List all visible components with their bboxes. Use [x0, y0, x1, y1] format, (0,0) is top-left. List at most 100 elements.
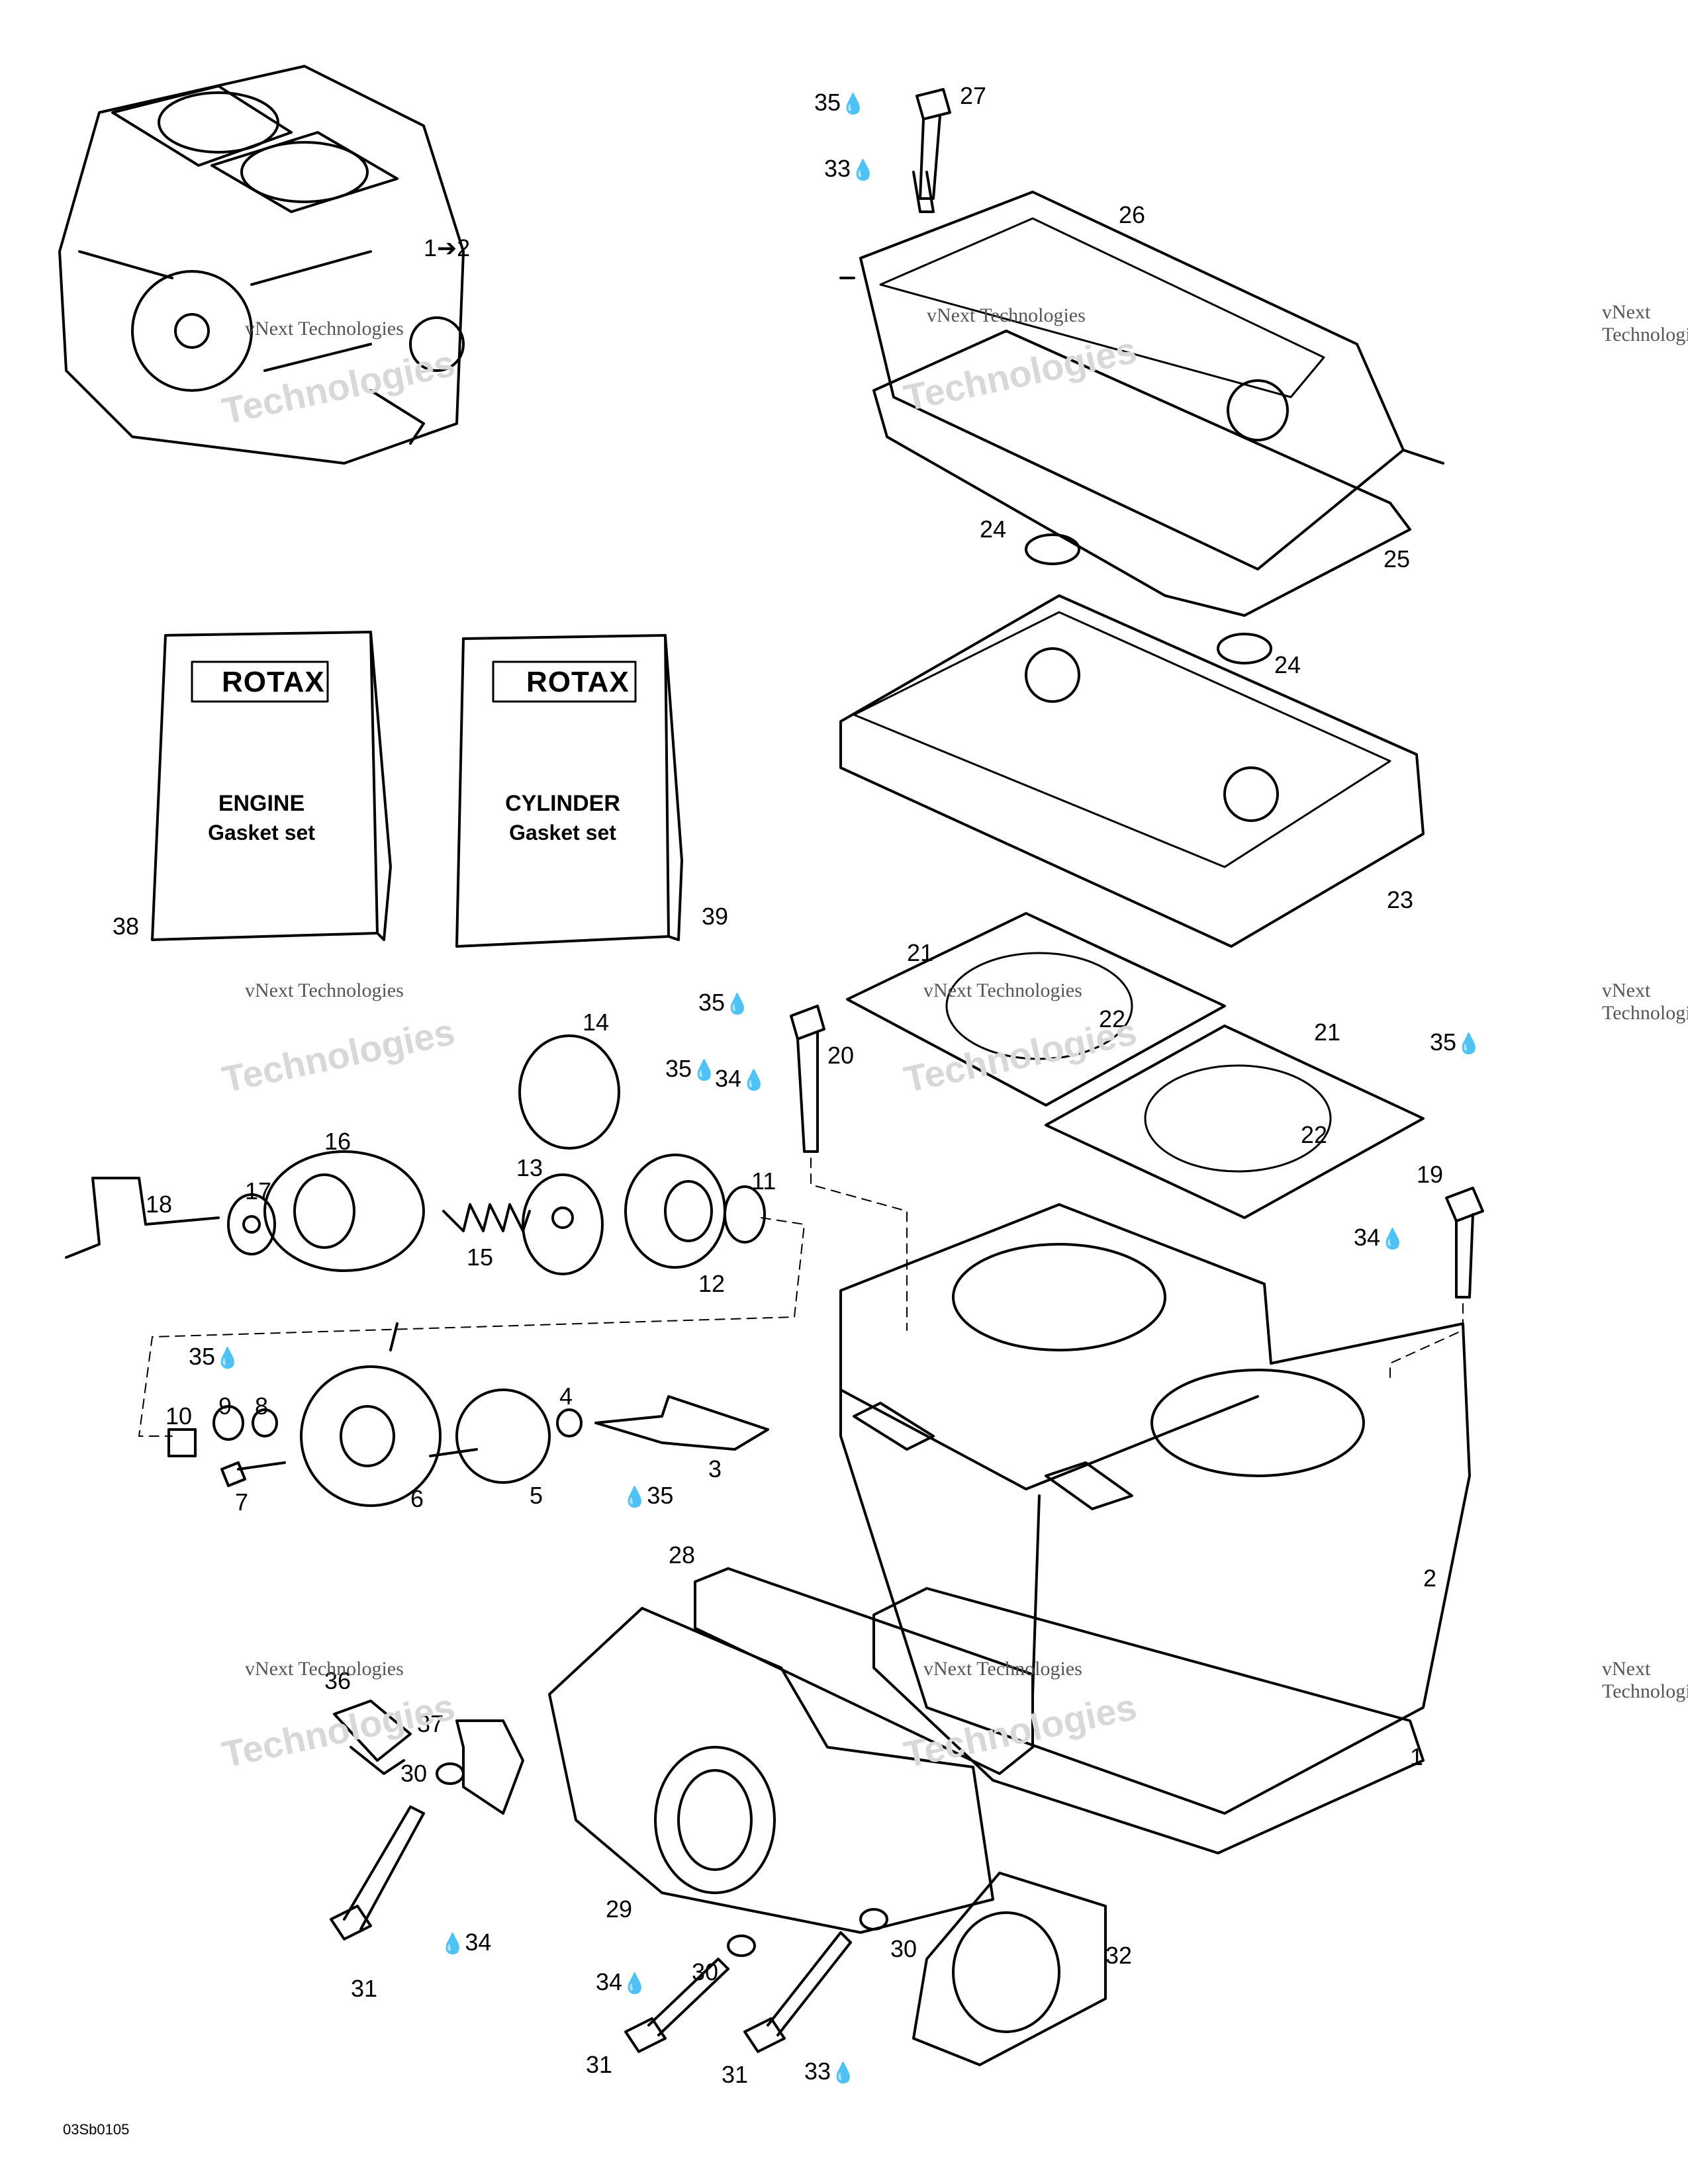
- callout-26: 26: [1119, 201, 1146, 228]
- cylinder-base-gasket: [872, 1587, 1425, 1854]
- callout-22a: 22: [1099, 1005, 1126, 1032]
- callout-35c: 35💧: [1430, 1028, 1481, 1056]
- oil-drop-icon: 💧: [741, 1069, 767, 1091]
- engine-box-subtitle: Gasket set: [208, 821, 315, 844]
- oil-drop-icon: 💧: [692, 1060, 717, 1081]
- spring-18: [65, 1177, 220, 1259]
- callout-3: 3: [708, 1455, 722, 1482]
- callout-11: 11: [751, 1167, 776, 1195]
- callout-12: 12: [698, 1270, 726, 1297]
- callout-21b: 21: [1314, 1019, 1341, 1046]
- callout-15: 15: [467, 1244, 494, 1271]
- rave-housing-6: [300, 1322, 478, 1507]
- callout-10: 10: [165, 1402, 193, 1430]
- cylinder-head: [839, 594, 1425, 948]
- callout-1: 1: [1410, 1743, 1424, 1770]
- watermark-text: vNext Technologies: [245, 1658, 404, 1680]
- spring-10: [167, 1428, 197, 1457]
- cylinder-box-brand: ROTAX: [526, 666, 630, 698]
- spring-15: [442, 1203, 531, 1232]
- callout-34a: 34💧: [715, 1065, 767, 1092]
- oil-drop-icon: 💧: [851, 159, 876, 181]
- gasket-37: [455, 1719, 524, 1815]
- watermark-text: vNext Technologies: [1602, 979, 1688, 1024]
- callout-25: 25: [1383, 545, 1411, 572]
- callout-33a: 33💧: [824, 155, 876, 182]
- callout-7: 7: [235, 1488, 249, 1516]
- callout-8: 8: [255, 1392, 269, 1420]
- callout-33b: 33💧: [804, 2058, 856, 2085]
- washer-9: [212, 1405, 244, 1441]
- engine-box-brand: ROTAX: [222, 666, 325, 698]
- watermark-text: vNext Technologies: [245, 318, 404, 340]
- manifold-bolt-31-middle: [624, 1958, 729, 2053]
- o-ring-4: [556, 1408, 583, 1437]
- watermark-text: vNext Technologies: [245, 979, 404, 1001]
- callout-30c: 30: [890, 1935, 917, 1962]
- head-gasket-21-right: [1045, 1024, 1425, 1219]
- engine-box-title: ENGINE: [218, 791, 305, 816]
- callout-34c: 💧34: [440, 1929, 492, 1956]
- callout-20: 20: [827, 1042, 855, 1069]
- callout-2: 2: [1423, 1565, 1437, 1592]
- cap-17: [227, 1193, 276, 1255]
- washer-30-middle: [727, 1934, 756, 1957]
- exhaust-gasket: [912, 1872, 1107, 2066]
- cylinder-bolt-19: [1445, 1187, 1484, 1298]
- callout-22b: 22: [1301, 1121, 1328, 1148]
- callout-14: 14: [583, 1009, 610, 1036]
- exhaust-manifold: [548, 1607, 994, 1934]
- callout-39: 39: [702, 903, 729, 930]
- callout-30a: 30: [400, 1760, 428, 1787]
- bolt-27: [915, 88, 951, 200]
- cover-12: [624, 1154, 726, 1269]
- oil-drop-icon: 💧: [1456, 1033, 1481, 1055]
- head-gasket-21-left: [846, 912, 1226, 1107]
- washer-30-right: [859, 1908, 888, 1931]
- callout-30b: 30: [692, 1958, 719, 1985]
- bolt-7: [220, 1461, 286, 1487]
- washer-30-left: [436, 1762, 465, 1785]
- callout-32: 32: [1105, 1942, 1133, 1969]
- cylinder-gasket-set-box: [455, 634, 683, 948]
- cylinder-head-cover: [839, 191, 1444, 570]
- callout-35a: 35💧: [814, 89, 866, 116]
- callout-29: 29: [606, 1895, 633, 1923]
- callout-27: 27: [960, 82, 987, 109]
- callout-17: 17: [245, 1177, 272, 1205]
- engine-assembly-illustration: [58, 65, 465, 465]
- dashed-guide-lines-pump: [138, 1217, 805, 1437]
- callout-18: 18: [146, 1191, 173, 1218]
- oil-drop-icon: 💧: [841, 93, 866, 115]
- callout-31c: 31: [722, 2061, 749, 2088]
- cylinder-block: [839, 1203, 1471, 1815]
- callout-34d: 34💧: [596, 1968, 647, 1995]
- valve-13: [522, 1173, 604, 1275]
- callout-37: 37: [417, 1710, 444, 1737]
- callout-6: 6: [410, 1485, 424, 1512]
- callout-28: 28: [669, 1541, 696, 1569]
- cylinder-bolt-20: [790, 1005, 825, 1153]
- ring-14: [518, 1034, 620, 1150]
- oil-drop-icon: 💧: [622, 1486, 647, 1508]
- callout-34b: 34💧: [1354, 1224, 1405, 1251]
- manifold-bolt-31-right: [743, 1931, 852, 2053]
- oil-drop-icon: 💧: [1380, 1228, 1405, 1250]
- callout-35e: 35💧: [189, 1343, 240, 1370]
- oil-drop-icon: 💧: [831, 2062, 856, 2084]
- o-ring-11: [724, 1185, 766, 1244]
- engine-gasket-set-box: [151, 631, 392, 941]
- watermark-text: vNext Technologies: [1602, 301, 1688, 345]
- callout-16: 16: [324, 1128, 352, 1155]
- oil-drop-icon: 💧: [725, 993, 750, 1015]
- watermark-text: vNext Technologies: [923, 979, 1082, 1001]
- callout-36: 36: [324, 1667, 352, 1694]
- valve-3: [594, 1395, 769, 1451]
- flange-36: [333, 1700, 412, 1775]
- o-ring-24-lower: [1217, 633, 1272, 664]
- callout-31b: 31: [586, 2051, 613, 2078]
- callout-35b: 35💧: [698, 989, 750, 1016]
- head-cover-o-ring: [872, 330, 1411, 617]
- callout-23: 23: [1387, 886, 1414, 913]
